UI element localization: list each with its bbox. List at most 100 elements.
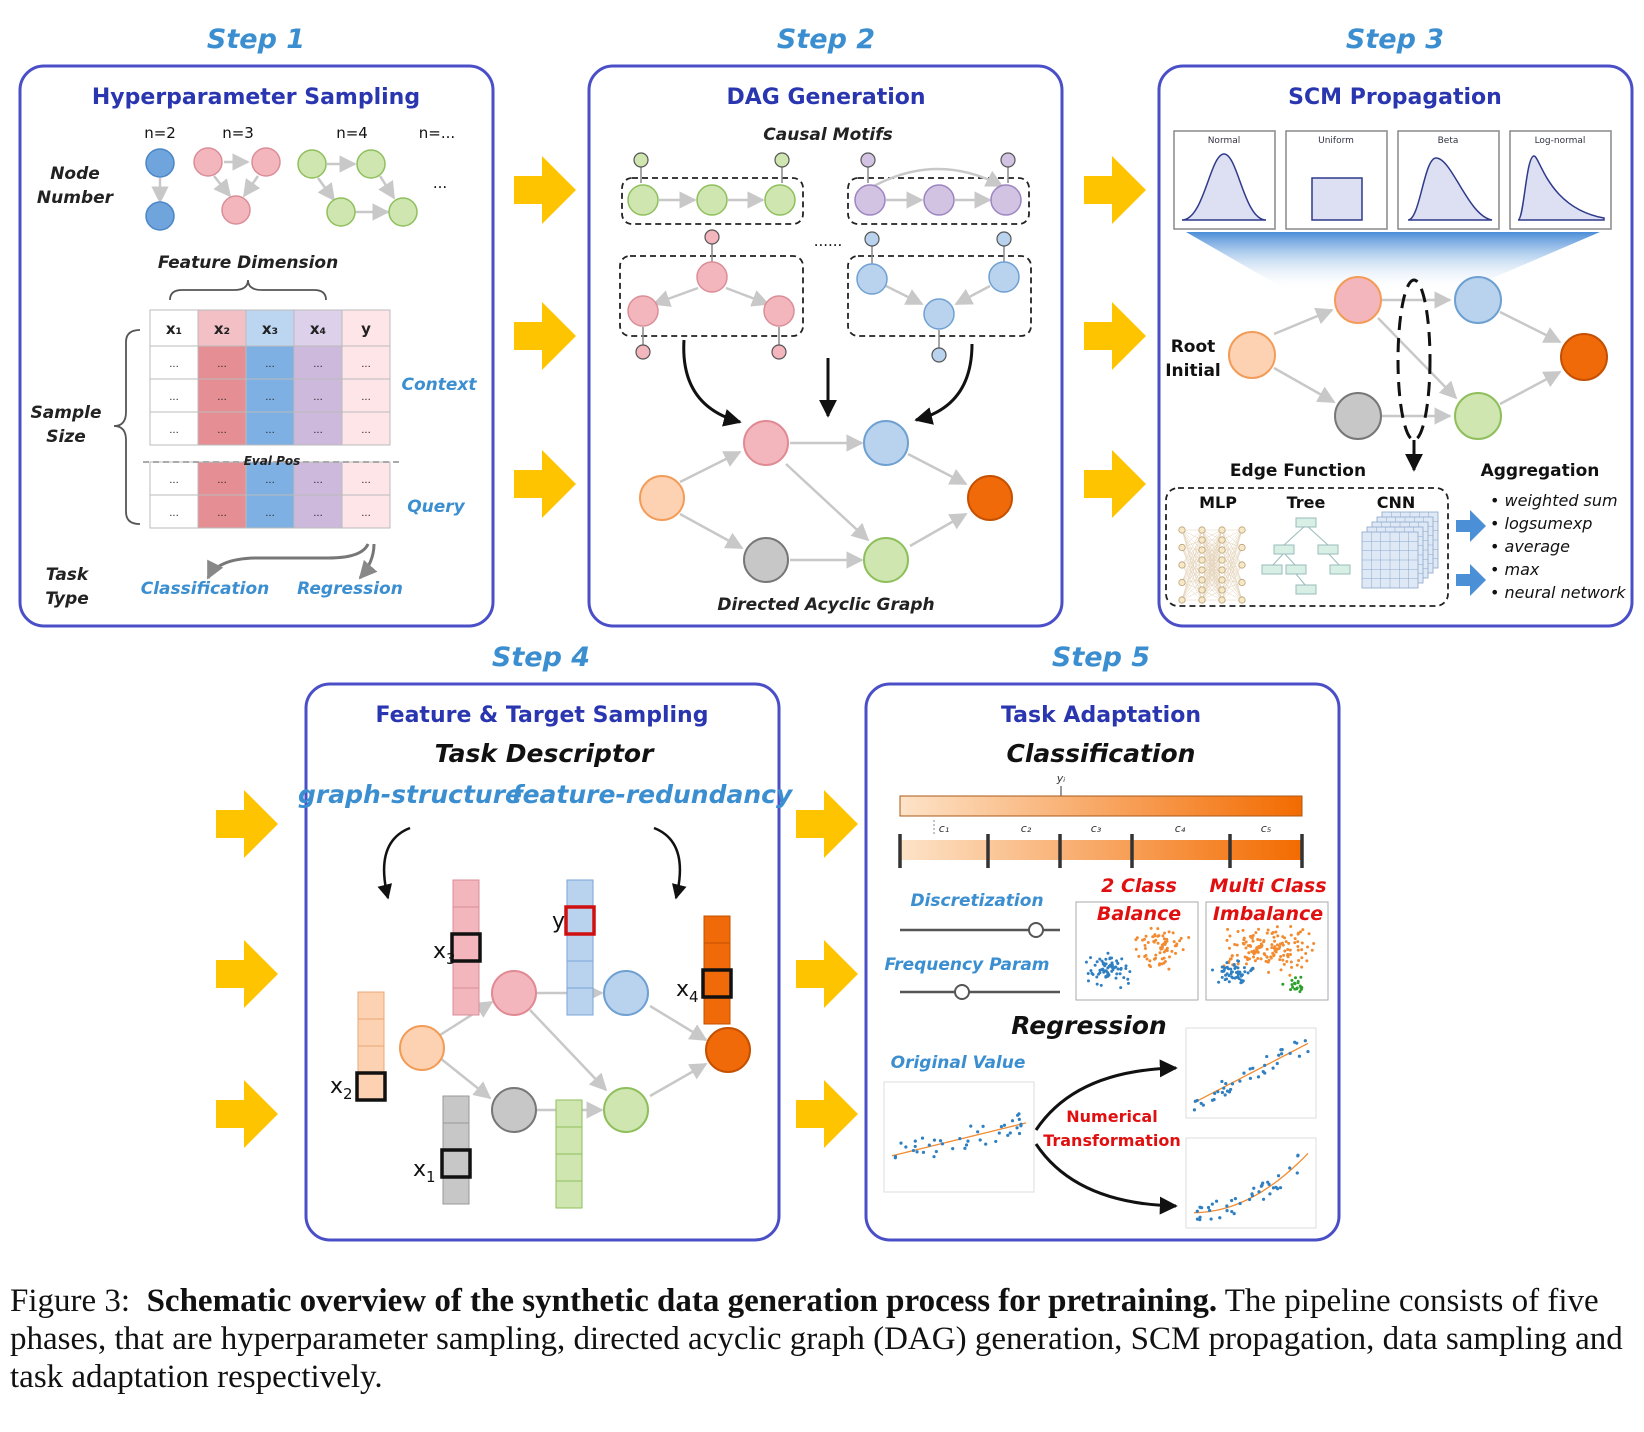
class-b-point <box>1170 949 1174 953</box>
class-a-point <box>1095 960 1099 964</box>
nonlinear-point <box>1252 1186 1256 1190</box>
mlp-neuron <box>1218 596 1226 604</box>
mlp-edge <box>1201 529 1223 571</box>
mlp-neuron <box>1198 546 1206 554</box>
class-b-point <box>1137 954 1141 958</box>
class-a-point <box>1227 974 1231 978</box>
graph-node <box>990 184 1022 216</box>
frequency-slider-handle[interactable] <box>954 984 970 1000</box>
task-type-label-1: Task <box>46 565 90 585</box>
class-b-point <box>1293 941 1297 945</box>
class-b-point <box>1279 968 1283 972</box>
class-a-point <box>1128 970 1132 974</box>
original-point <box>932 1138 937 1142</box>
feature-column-cell-unused <box>555 1099 583 1128</box>
table-cell <box>245 494 295 529</box>
mlp-edge <box>1221 547 1243 581</box>
class-b-point <box>1284 940 1288 944</box>
table-cell <box>149 345 199 380</box>
original-point <box>1017 1112 1021 1116</box>
linear-point <box>1230 1082 1235 1086</box>
dag-node <box>863 420 909 466</box>
panel-step-2 <box>587 64 1064 628</box>
mlp-edge <box>1201 529 1223 581</box>
mlp-edge <box>1181 547 1203 591</box>
class-a-point <box>1110 961 1114 965</box>
mlp-icon <box>1178 526 1246 604</box>
class-b-point <box>1143 947 1147 951</box>
class-b-point <box>1289 933 1293 937</box>
class-b-point <box>1256 950 1260 954</box>
linear-point <box>1220 1090 1224 1095</box>
nonlinear-point <box>1230 1198 1234 1203</box>
mlp-edge <box>1221 529 1243 551</box>
table-cell-text: ... <box>361 425 371 436</box>
class-b-point <box>1265 955 1269 959</box>
aggregation-label: Aggregation <box>1481 461 1600 481</box>
table-cell-text: ... <box>217 475 227 486</box>
mlp-neuron <box>1218 566 1226 574</box>
caption-bold: Schematic overview of the synthetic data… <box>146 1283 1218 1319</box>
table-cell-text: ... <box>265 392 275 403</box>
class-b-point <box>1283 949 1287 953</box>
class-b-point <box>1282 953 1286 957</box>
graph-node <box>763 295 795 327</box>
mlp-edge <box>1221 539 1243 583</box>
class-a-point <box>1231 976 1235 980</box>
class-b-point <box>1236 962 1240 966</box>
nonlinear-point <box>1261 1197 1266 1201</box>
original-point <box>1010 1119 1015 1123</box>
table-header-text: y <box>361 320 371 338</box>
feature-column-cell-x3 <box>452 933 480 962</box>
class-b-point <box>1165 946 1169 950</box>
class-a-point <box>1119 967 1123 971</box>
regression-arrow <box>358 543 378 580</box>
feature-column-cell-y <box>566 906 594 935</box>
class-b-point <box>1152 940 1156 944</box>
class-a-point <box>1243 970 1247 974</box>
class-b-point <box>1289 925 1293 929</box>
mlp-edge <box>1221 529 1243 566</box>
mlp-edge <box>1201 529 1223 541</box>
mlp-neuron <box>1218 556 1226 564</box>
nonlinear-point <box>1271 1186 1276 1190</box>
class-b-point <box>1274 950 1278 954</box>
class-a-point <box>1246 971 1250 975</box>
dag-node <box>743 537 789 583</box>
mlp-neuron <box>1198 556 1206 564</box>
linear-point <box>1216 1090 1220 1094</box>
graph-node <box>696 261 728 293</box>
multi-class-label-1: Multi Class <box>1209 875 1326 897</box>
discretization-slider-handle[interactable] <box>1028 922 1044 938</box>
linear-point <box>1229 1087 1233 1092</box>
mlp-edge <box>1221 539 1243 566</box>
two-class-label-2: Balance <box>1097 903 1181 925</box>
class-b-point <box>1181 948 1185 952</box>
table-header-text: x₄ <box>310 320 326 338</box>
class-b-point <box>1156 941 1160 945</box>
class-c-point <box>1299 975 1303 979</box>
original-point <box>938 1139 943 1143</box>
graph-node <box>326 197 356 227</box>
class-b-point <box>1144 953 1148 957</box>
cnn-icon <box>1361 511 1439 589</box>
nonlinear-point <box>1195 1217 1200 1221</box>
class-b-point <box>1248 943 1252 947</box>
class-b-point <box>1145 957 1149 961</box>
multi-class-scatter <box>1205 901 1329 1001</box>
aggregation-item: • neural network <box>1490 583 1626 602</box>
class-b-point <box>1248 957 1252 961</box>
nonlinear-point <box>1267 1182 1271 1186</box>
aggregation-item: • weighted sum <box>1490 491 1618 510</box>
feature-node <box>491 1087 537 1133</box>
beta-curve <box>1407 157 1493 221</box>
class-a-point <box>1224 973 1228 977</box>
nonlinear-point <box>1261 1181 1265 1185</box>
multi-class-label-2: Imbalance <box>1213 903 1323 925</box>
class-b-point <box>1163 940 1167 944</box>
nonlinear-point <box>1230 1209 1234 1214</box>
linear-point <box>1263 1071 1267 1075</box>
mlp-edge <box>1181 564 1203 591</box>
graph-node <box>297 149 327 179</box>
graph-node <box>356 149 386 179</box>
